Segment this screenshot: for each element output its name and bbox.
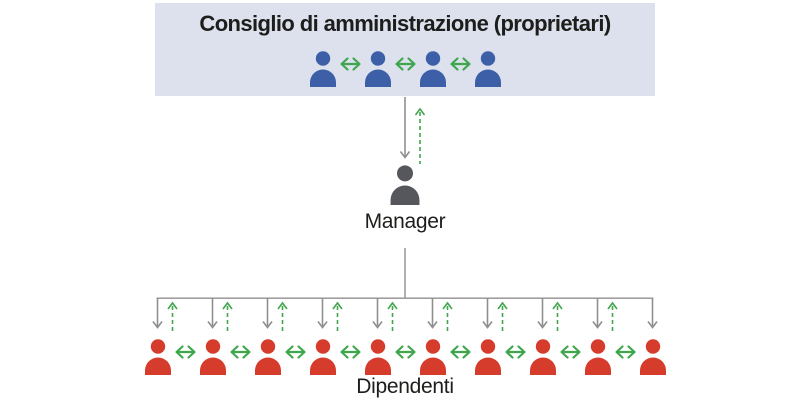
employee-icon: [254, 339, 281, 375]
peer-exchange-arrow-icon: [449, 345, 471, 359]
peer-exchange-arrow-icon: [174, 345, 196, 359]
board-title: Consiglio di amministrazione (proprietar…: [199, 11, 611, 36]
down-arrow-icon: [482, 298, 493, 329]
employee-icon: [419, 339, 446, 375]
down-arrow-icon: [647, 298, 658, 329]
board-member-icon: [309, 51, 336, 87]
peer-exchange-arrow-icon: [229, 345, 251, 359]
board-box: Consiglio di amministrazione (proprietar…: [155, 3, 655, 96]
down-arrow-icon: [262, 298, 273, 329]
up-dashed-arrow-icon: [497, 301, 508, 331]
employee-icon: [364, 339, 391, 375]
down-arrow-icon: [152, 298, 163, 329]
up-dashed-arrow-icon: [607, 301, 618, 331]
board-member-icon: [364, 51, 391, 87]
manager-icon: [388, 165, 422, 205]
board-members-row: [155, 51, 655, 87]
up-dashed-arrow-icon: [222, 301, 233, 331]
peer-exchange-arrow-icon: [284, 345, 306, 359]
board-member-icon: [419, 51, 446, 87]
board-member-icon: [474, 51, 501, 87]
peer-exchange-arrow-icon: [339, 345, 361, 359]
down-arrow-icon: [317, 298, 328, 329]
employee-icon: [639, 339, 666, 375]
peer-exchange-arrow-icon: [504, 345, 526, 359]
down-arrow-icon: [399, 97, 411, 159]
employees-label: Dipendenti: [356, 375, 454, 398]
peer-exchange-arrow-icon: [394, 57, 416, 71]
manager-person-icon: [390, 165, 420, 205]
employee-icon: [474, 339, 501, 375]
peer-exchange-arrow-icon: [614, 345, 636, 359]
down-arrow-icon: [592, 298, 603, 329]
down-arrow-icon: [372, 298, 383, 329]
down-arrow-icon: [207, 298, 218, 329]
peer-exchange-arrow-icon: [559, 345, 581, 359]
peer-exchange-arrow-icon: [449, 57, 471, 71]
employee-icon: [199, 339, 226, 375]
up-dashed-arrow-icon: [442, 301, 453, 331]
up-dashed-arrow-icon: [332, 301, 343, 331]
manager-label: Manager: [364, 210, 446, 233]
up-dashed-arrow-icon: [277, 301, 288, 331]
peer-exchange-arrow-icon: [339, 57, 361, 71]
employee-icon: [144, 339, 171, 375]
peer-exchange-arrow-icon: [394, 345, 416, 359]
employee-icon: [309, 339, 336, 375]
up-dashed-arrow-icon: [387, 301, 398, 331]
employees-row: [0, 339, 810, 375]
up-dashed-arrow-icon: [552, 301, 563, 331]
up-dashed-arrow-icon: [167, 301, 178, 331]
manager-distribution-line: [156, 248, 654, 299]
employee-icon: [584, 339, 611, 375]
employee-icon: [529, 339, 556, 375]
down-arrow-icon: [427, 298, 438, 329]
up-dashed-arrow-icon: [414, 107, 426, 164]
down-arrow-icon: [537, 298, 548, 329]
